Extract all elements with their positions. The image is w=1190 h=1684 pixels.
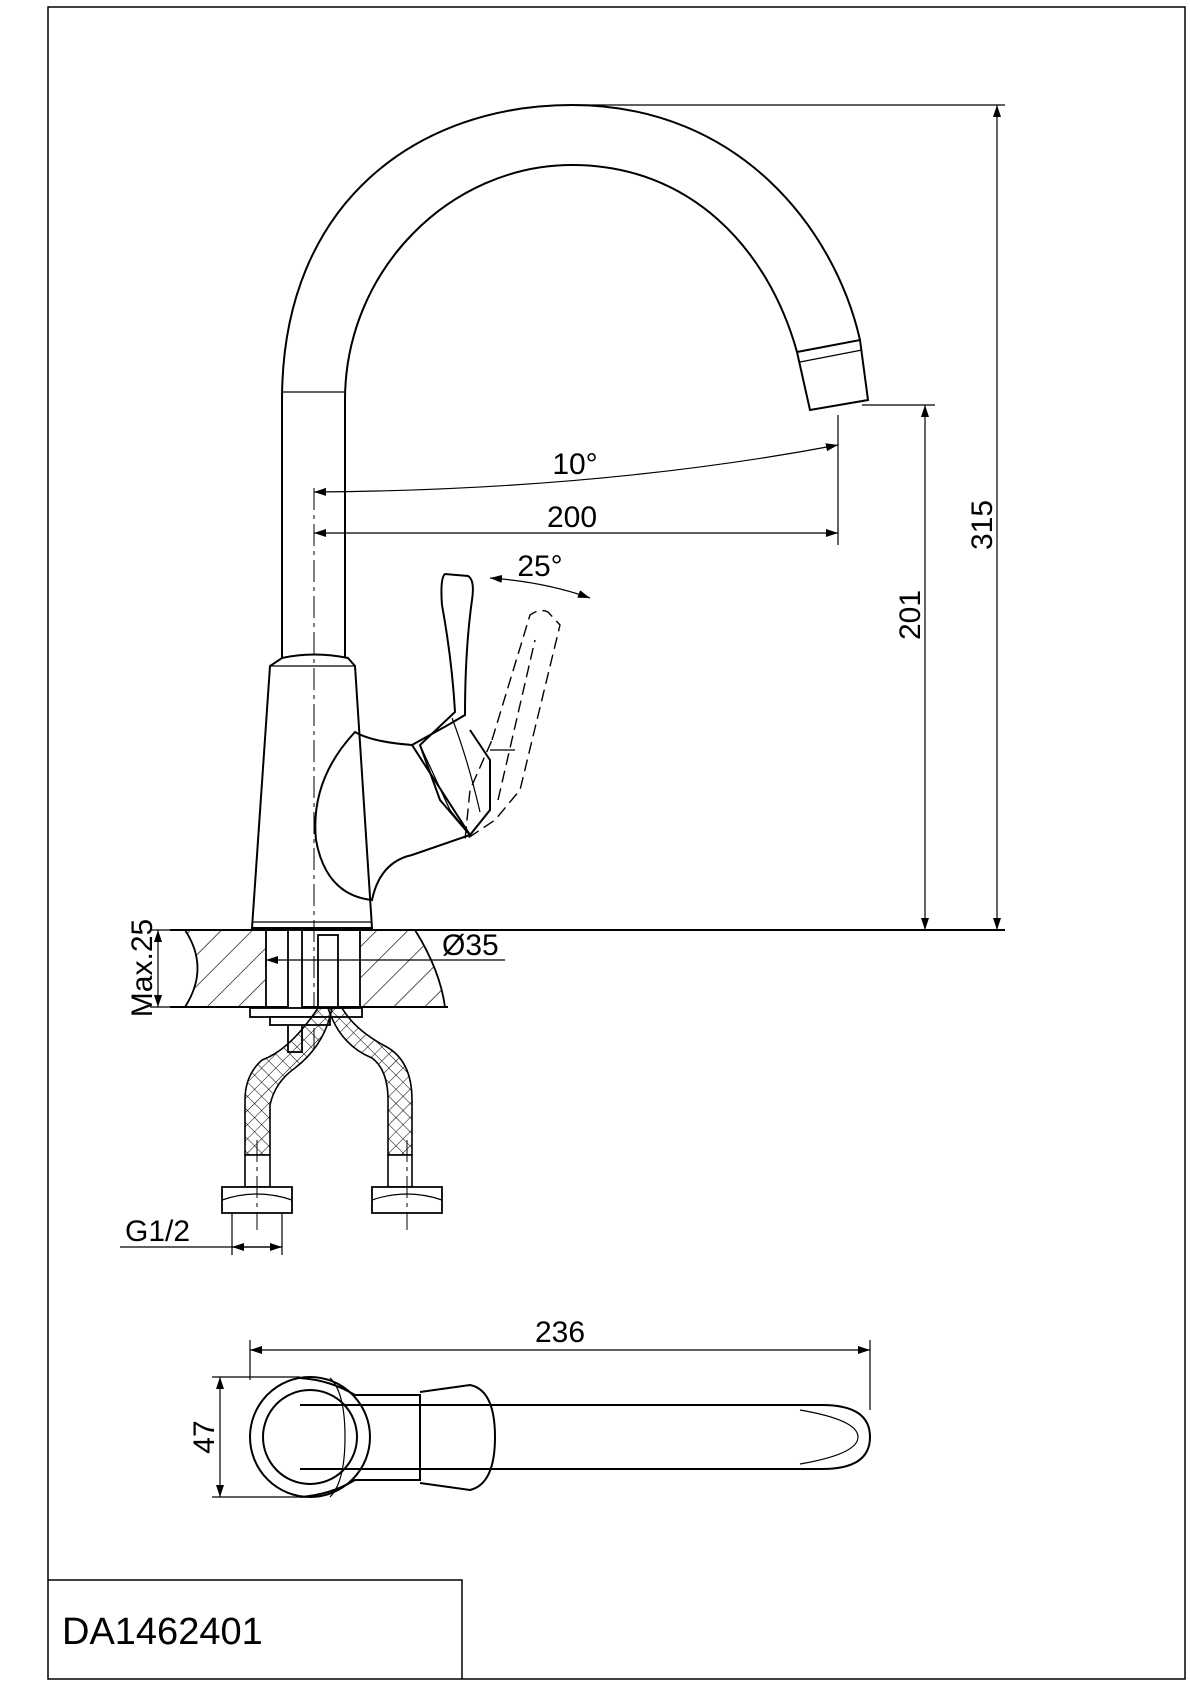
dim-top-length: 236: [535, 1316, 585, 1349]
spout-inner: [344, 163, 798, 658]
spout-nozzle: [795, 338, 870, 412]
top-lever-base: [419, 1383, 497, 1492]
faucet-body: [250, 653, 374, 929]
drawing-frame: [47, 6, 1186, 1680]
lever-handle: [411, 572, 491, 837]
cartridge-housing: [314, 730, 472, 902]
top-body-outer: [249, 1376, 371, 1498]
title-block: DA1462401: [48, 1579, 463, 1679]
dim-deck-thickness: Max.25: [126, 919, 159, 1017]
faucet-top-view: [249, 1376, 872, 1498]
dim-thread: G1/2: [125, 1215, 190, 1248]
dim-lever-angle: 25°: [517, 550, 562, 583]
model-code: DA1462401: [62, 1611, 263, 1653]
top-view-dimensions: 236 47: [188, 1316, 871, 1498]
top-spout: [300, 1404, 872, 1470]
dim-total-height: 315: [966, 500, 999, 550]
flexible-hoses: [244, 1007, 413, 1156]
side-view-dimensions: 200 10° 25° 315 201 Max.25 Ø35 G1/2: [120, 104, 1005, 1255]
dim-hole-diameter: Ø35: [442, 929, 499, 962]
dim-spout-reach: 200: [547, 501, 597, 534]
top-body-inner: [262, 1389, 358, 1485]
lever-alt-position: [464, 609, 561, 842]
dim-arc-lever-angle: [489, 574, 591, 599]
dim-top-width: 47: [188, 1420, 221, 1453]
dim-arc-spout-angle: [313, 443, 839, 496]
faucet-side-view: [170, 103, 1005, 1230]
dim-spout-angle: 10°: [552, 448, 597, 481]
top-cartridge: [299, 1377, 421, 1498]
dim-spout-height: 201: [894, 590, 927, 640]
countertop-section: [170, 929, 1005, 1008]
hose-connectors: [221, 1140, 443, 1230]
spout-outer: [281, 103, 861, 658]
